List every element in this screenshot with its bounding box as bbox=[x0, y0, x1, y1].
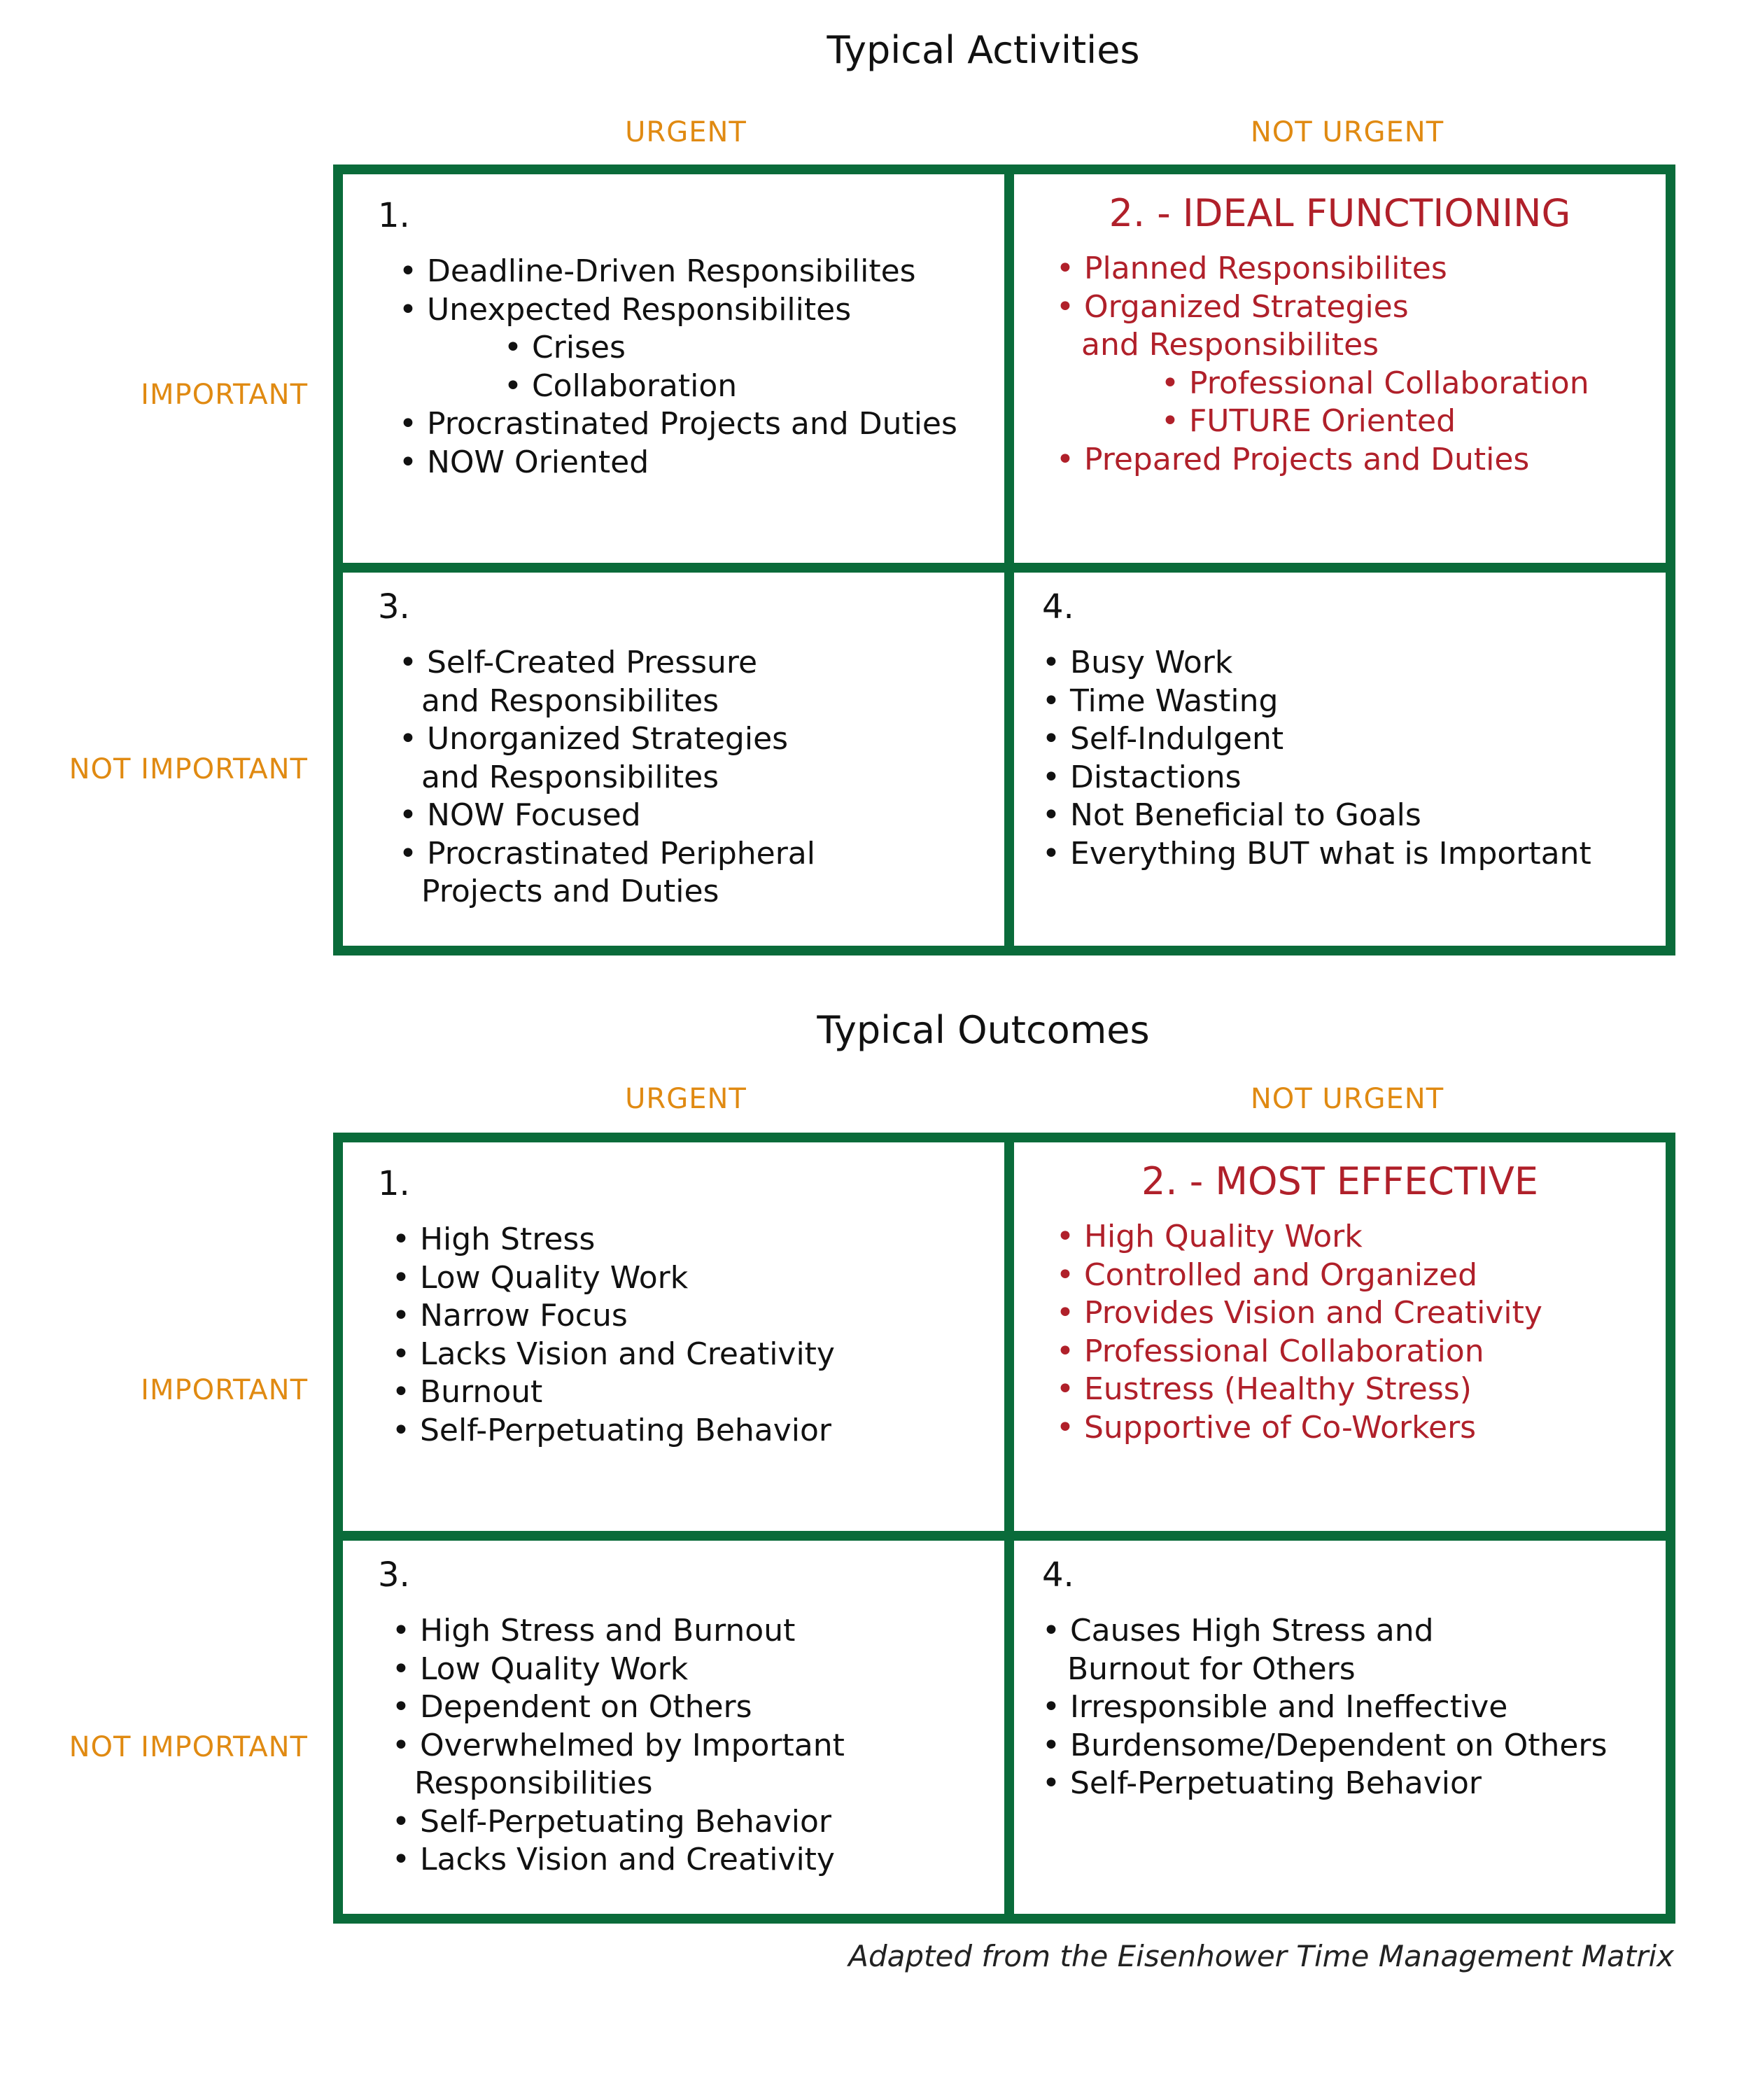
quadrant-number: 1. bbox=[378, 196, 410, 235]
list-item: • Busy Work bbox=[1042, 645, 1233, 680]
list-item: • High Stress bbox=[392, 1222, 596, 1257]
list-item: • Self-Perpetuating Behavior bbox=[392, 1803, 832, 1840]
list-item: • Irresponsible and Ineffective bbox=[1042, 1689, 1508, 1725]
list-item: • Procrastinated Projects and Duties bbox=[399, 406, 957, 442]
matrix-divider-vertical bbox=[1004, 174, 1014, 946]
quadrant-list: • Causes High Stress and Burnout for Oth… bbox=[1042, 1612, 1666, 1803]
list-item: • Dependent on Others bbox=[392, 1689, 752, 1725]
list-item: • High Quality Work bbox=[1056, 1219, 1363, 1254]
list-item: • Supportive of Co-Workers bbox=[1056, 1409, 1477, 1446]
matrix-divider-horizontal bbox=[343, 1531, 1666, 1541]
list-item: • Lacks Vision and Creativity bbox=[392, 1336, 835, 1372]
outcomes-col-not-urgent: NOT URGENT bbox=[1250, 1083, 1444, 1115]
quadrant-number: 3. bbox=[378, 587, 410, 626]
list-item: • NOW Oriented bbox=[399, 444, 649, 480]
activities-quadrant-1: 1. • Deadline-Driven Responsibilites • U… bbox=[343, 174, 1004, 563]
list-item: • Unorganized Strategies bbox=[399, 721, 789, 757]
list-item: • Provides Vision and Creativity bbox=[1056, 1295, 1542, 1331]
list-item: • Deadline-Driven Responsibilites bbox=[399, 253, 916, 289]
outcomes-quadrant-3: 3. • High Stress and Burnout • Low Quali… bbox=[343, 1541, 1004, 1914]
outcomes-row-not-important: NOT IMPORTANT bbox=[69, 1731, 308, 1763]
quadrant-number: 1. bbox=[378, 1164, 410, 1203]
list-item: Projects and Duties bbox=[421, 874, 719, 909]
list-item: • Time Wasting bbox=[1042, 682, 1279, 719]
activities-col-urgent: URGENT bbox=[625, 116, 747, 148]
list-item: and Responsibilites bbox=[421, 759, 719, 795]
list-item: • Everything BUT what is Important bbox=[1042, 835, 1591, 872]
list-item: • Organized Strategies bbox=[1056, 288, 1409, 325]
list-item: and Responsibilites bbox=[421, 682, 719, 719]
list-item: • Professional Collaboration bbox=[1161, 365, 1589, 401]
source-footnote: Adapted from the Eisenhower Time Managem… bbox=[848, 1939, 1674, 1973]
activities-col-not-urgent: NOT URGENT bbox=[1250, 116, 1444, 148]
list-item: • Causes High Stress and bbox=[1042, 1613, 1434, 1648]
quadrant-list: • High Quality Work • Controlled and Org… bbox=[1056, 1218, 1666, 1447]
matrix-divider-vertical bbox=[1004, 1142, 1014, 1914]
list-item: • Self-Perpetuating Behavior bbox=[392, 1412, 832, 1448]
outcomes-title: Typical Outcomes bbox=[817, 1008, 1150, 1052]
quadrant-list: • Planned Responsibilites • Organized St… bbox=[1056, 250, 1666, 479]
list-item: and Responsibilites bbox=[1081, 327, 1379, 363]
list-item: • Overwhelmed by Important bbox=[392, 1727, 845, 1763]
list-item: • Burnout bbox=[392, 1374, 543, 1410]
matrix-divider-horizontal bbox=[343, 563, 1666, 573]
list-item: • Collaboration bbox=[504, 368, 738, 404]
quadrant-list: • Busy Work • Time Wasting • Self-Indulg… bbox=[1042, 644, 1666, 873]
list-item: • FUTURE Oriented bbox=[1161, 403, 1456, 439]
list-item: • Self-Perpetuating Behavior bbox=[1042, 1765, 1482, 1801]
outcomes-col-urgent: URGENT bbox=[625, 1083, 747, 1115]
quadrant-number: 4. bbox=[1042, 1555, 1074, 1595]
list-item: • Self-Created Pressure bbox=[399, 645, 758, 680]
outcomes-row-important: IMPORTANT bbox=[141, 1374, 308, 1406]
list-item: • Planned Responsibilites bbox=[1056, 251, 1447, 286]
outcomes-quadrant-1: 1. • High Stress • Low Quality Work • Na… bbox=[343, 1142, 1004, 1531]
quadrant-list: • Deadline-Driven Responsibilites • Unex… bbox=[378, 253, 1004, 482]
list-item: Burnout for Others bbox=[1067, 1651, 1356, 1687]
quadrant-list: • High Stress • Low Quality Work • Narro… bbox=[371, 1221, 1004, 1450]
activities-quadrant-4: 4. • Busy Work • Time Wasting • Self-Ind… bbox=[1014, 573, 1666, 946]
quadrant-number: 4. bbox=[1042, 587, 1074, 626]
list-item: • Procrastinated Peripheral bbox=[399, 835, 815, 872]
list-item: • Not Beneficial to Goals bbox=[1042, 797, 1421, 833]
list-item: • Professional Collaboration bbox=[1056, 1333, 1484, 1369]
quadrant-list: • Self-Created Pressure and Responsibili… bbox=[378, 644, 1004, 911]
list-item: • Low Quality Work bbox=[392, 1259, 689, 1296]
outcomes-quadrant-4: 4. • Causes High Stress and Burnout for … bbox=[1014, 1541, 1666, 1914]
list-item: Responsibilities bbox=[414, 1765, 653, 1801]
quadrant-heading: 2. - MOST EFFECTIVE bbox=[1141, 1159, 1538, 1203]
list-item: • Self-Indulgent bbox=[1042, 721, 1284, 757]
list-item: • Unexpected Responsibilites bbox=[399, 291, 852, 328]
list-item: • Crises bbox=[504, 330, 626, 365]
activities-title: Typical Activities bbox=[827, 28, 1140, 72]
activities-matrix: 1. • Deadline-Driven Responsibilites • U… bbox=[333, 164, 1675, 955]
activities-quadrant-2: 2. - IDEAL FUNCTIONING • Planned Respons… bbox=[1014, 174, 1666, 563]
quadrant-number: 3. bbox=[378, 1555, 410, 1595]
quadrant-heading: 2. - IDEAL FUNCTIONING bbox=[1109, 191, 1571, 235]
list-item: • Narrow Focus bbox=[392, 1298, 628, 1334]
activities-quadrant-3: 3. • Self-Created Pressure and Responsib… bbox=[343, 573, 1004, 946]
list-item: • NOW Focused bbox=[399, 797, 641, 833]
list-item: • Prepared Projects and Duties bbox=[1056, 441, 1530, 477]
list-item: • High Stress and Burnout bbox=[392, 1613, 796, 1648]
list-item: • Controlled and Organized bbox=[1056, 1256, 1478, 1293]
outcomes-matrix: 1. • High Stress • Low Quality Work • Na… bbox=[333, 1133, 1675, 1924]
activities-row-important: IMPORTANT bbox=[141, 379, 308, 411]
activities-row-not-important: NOT IMPORTANT bbox=[69, 753, 308, 785]
list-item: • Eustress (Healthy Stress) bbox=[1056, 1371, 1472, 1407]
outcomes-quadrant-2: 2. - MOST EFFECTIVE • High Quality Work … bbox=[1014, 1142, 1666, 1531]
list-item: • Burdensome/Dependent on Others bbox=[1042, 1727, 1608, 1763]
quadrant-list: • High Stress and Burnout • Low Quality … bbox=[371, 1612, 1004, 1879]
list-item: • Distactions bbox=[1042, 759, 1242, 795]
list-item: • Lacks Vision and Creativity bbox=[392, 1842, 835, 1877]
list-item: • Low Quality Work bbox=[392, 1651, 689, 1687]
